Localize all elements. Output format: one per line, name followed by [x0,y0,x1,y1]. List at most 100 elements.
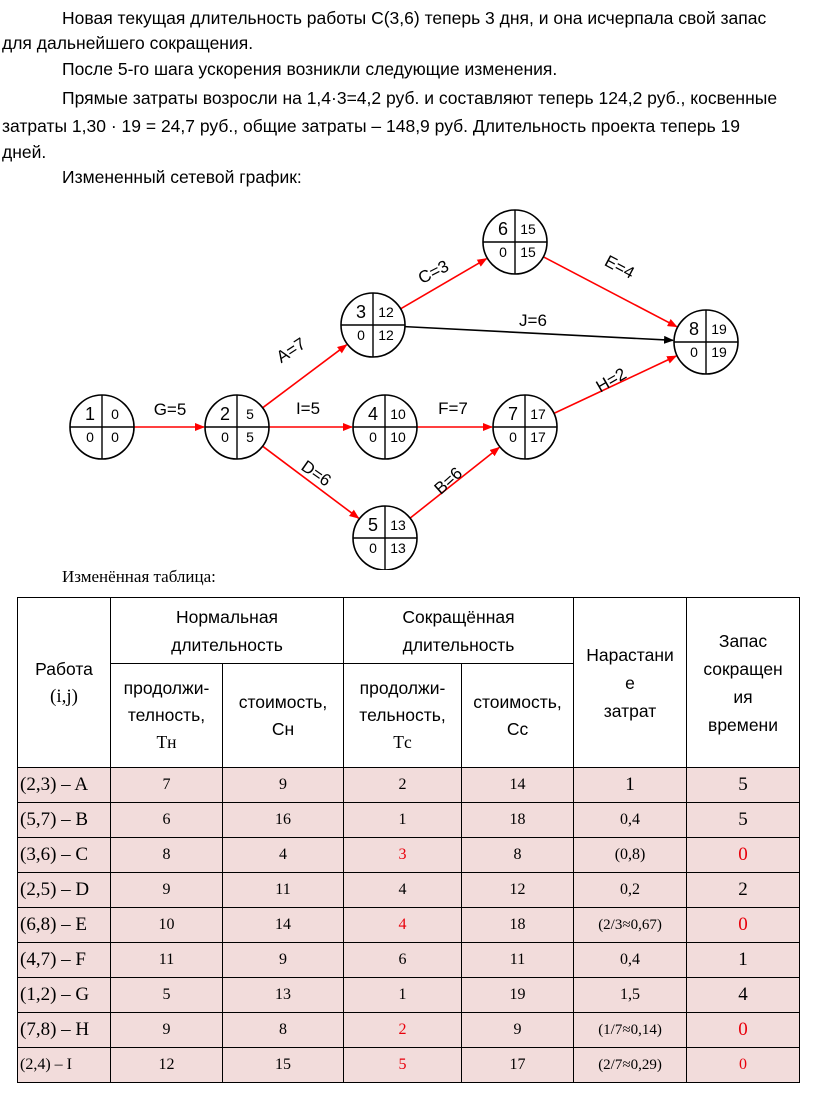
cell-work: (5,7) – B [17,802,111,838]
cell-crash-duration: 5 [343,1047,462,1083]
node-reserve: 0 [357,327,365,343]
node-event-number: 3 [356,302,366,322]
cell-crash-duration: 1 [343,977,462,1013]
cell-work: (2,3) – A [17,767,111,803]
edge-arrow [553,355,678,415]
cell-normal-duration: 12 [110,1047,223,1083]
edge-label: D=6 [298,457,335,491]
cell-cost-growth: 0,2 [573,872,688,908]
cell-crash-cost: 19 [460,977,575,1013]
cell-time-reserve: 0 [686,1012,801,1048]
edge-arrow [409,446,500,519]
cell-normal-duration: 10 [110,907,223,943]
node-event-number: 4 [368,404,378,424]
node-early-time: 12 [378,304,394,320]
header-crash-line-1: Сокращённая [402,606,515,627]
cell-crash-cost: 8 [460,837,575,873]
cell-normal-cost: 8 [222,1012,344,1048]
cell-cost-growth: (2/3≈0,67) [573,907,688,943]
header-cc-symbol: Cс [506,718,529,739]
network-node: 7 17 0 17 [492,394,558,460]
header-time-reserve: Запас сокращен ия времени [686,597,801,768]
cell-crash-duration: 4 [343,872,462,908]
header-cn-symbol: Cн [271,718,295,739]
header-work-line-1: Работа [35,658,93,679]
node-event-number: 8 [689,319,699,339]
edge-label: B=6 [431,464,467,499]
node-late-time: 5 [246,429,254,445]
paragraph-2: После 5-го шага ускорения возникли следу… [62,59,558,79]
header-normal-cost-sub: стоимость, Cн [222,663,344,768]
cell-time-reserve: 0 [686,907,801,943]
header-growth-line-1: Нарастани [586,644,674,665]
header-normal-duration: Нормальная длительность [110,597,344,664]
cell-normal-duration: 5 [110,977,223,1013]
header-tc-line-2: тельность, [359,705,446,725]
cell-time-reserve: 2 [686,872,801,908]
header-tn-line-1: продолжи- [123,678,210,698]
cell-time-reserve: 1 [686,942,801,978]
node-late-time: 19 [711,344,727,360]
node-event-number: 7 [508,404,518,424]
edge-label: J=6 [519,311,547,330]
edge-arrow [542,256,678,328]
edge-label: H=2 [593,364,630,396]
cell-normal-cost: 14 [222,907,344,943]
cell-crash-cost: 18 [460,907,575,943]
header-tc-line-1: продолжи- [359,678,446,698]
edge-arrow [400,257,488,310]
header-cc-line-1: стоимость, [473,691,562,712]
header-reserve-line-2: сокращен [703,658,783,679]
edge-arrow [262,445,360,519]
cell-crash-cost: 12 [460,872,575,908]
node-reserve: 0 [86,429,94,445]
cell-normal-duration: 7 [110,767,223,803]
edge-label: C=3 [415,256,452,287]
cell-normal-cost: 4 [222,837,344,873]
cell-normal-cost: 9 [222,767,344,803]
node-reserve: 0 [509,429,517,445]
header-reserve-line-1: Запас [718,630,768,651]
node-early-time: 19 [711,321,727,337]
edge-arrow [404,325,675,344]
cell-normal-cost: 13 [222,977,344,1013]
header-tc-symbol: Tс [393,732,412,752]
cell-normal-duration: 9 [110,1012,223,1048]
node-reserve: 0 [369,540,377,556]
node-late-time: 0 [111,429,119,445]
node-early-time: 5 [246,406,254,422]
cell-cost-growth: (2/7≈0,29) [573,1047,688,1083]
node-event-number: 5 [368,515,378,535]
node-event-number: 1 [85,404,95,424]
cell-crash-duration: 4 [343,907,462,943]
header-crash-duration: Сокращённая длительность [342,597,575,664]
node-reserve: 0 [369,429,377,445]
node-late-time: 17 [530,429,546,445]
node-early-time: 17 [530,406,546,422]
header-normal-line-1: Нормальная [175,606,279,627]
cell-cost-growth: 1 [573,767,688,803]
header-reserve-line-3: ия [733,686,753,707]
node-reserve: 0 [221,429,229,445]
node-event-number: 2 [220,404,230,424]
cell-time-reserve: 5 [686,767,801,803]
header-reserve-line-4: времени [708,714,778,735]
cell-normal-duration: 11 [110,942,223,978]
header-work-line-2: (i,j) [50,685,78,707]
cell-time-reserve: 5 [686,802,801,838]
cell-normal-duration: 8 [110,837,223,873]
cell-crash-duration: 3 [343,837,462,873]
cell-crash-cost: 14 [460,767,575,803]
cell-work: (2,5) – D [17,872,111,908]
node-early-time: 13 [390,517,406,533]
paragraph-3-line-3: дней. [2,142,47,162]
